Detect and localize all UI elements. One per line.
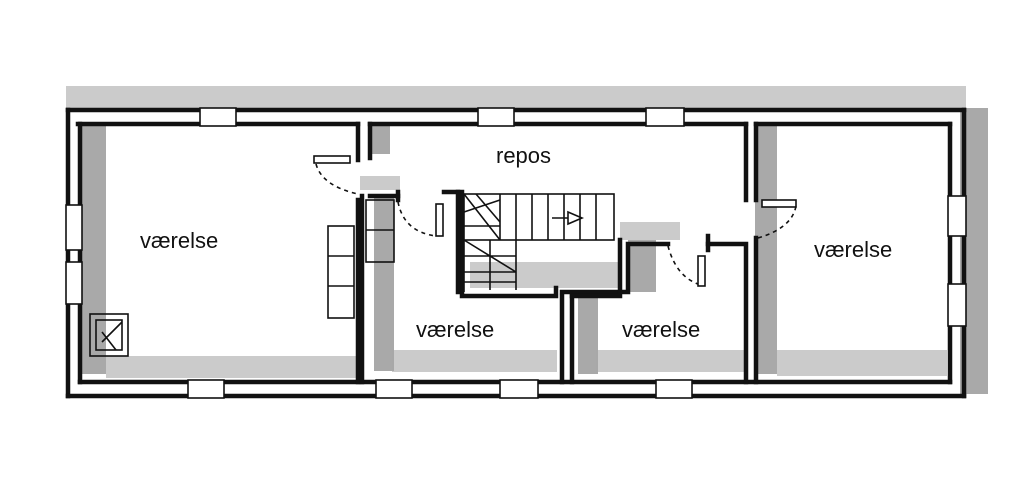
- staircase: [463, 193, 615, 292]
- door-swing: [667, 245, 699, 285]
- window: [199, 107, 237, 127]
- door-swing: [757, 205, 797, 239]
- window: [645, 107, 685, 127]
- window: [65, 261, 83, 305]
- window: [477, 107, 515, 127]
- room-label-mid-right: værelse: [622, 317, 700, 342]
- wardrobe: [327, 199, 395, 319]
- interior-walls: [355, 121, 759, 385]
- room-label-left: værelse: [140, 228, 218, 253]
- shading: [66, 86, 988, 394]
- window: [947, 283, 967, 327]
- door-leaf: [435, 203, 444, 237]
- room-label-landing: repos: [496, 143, 551, 168]
- window: [947, 195, 967, 237]
- doors: [313, 155, 797, 287]
- door-leaf: [761, 199, 797, 208]
- room-label-mid-left: værelse: [416, 317, 494, 342]
- window: [499, 379, 539, 399]
- exterior-walls: [65, 107, 967, 399]
- stair-arrow-icon: [552, 210, 585, 226]
- door-leaf: [697, 255, 706, 287]
- door-swing: [397, 201, 437, 237]
- door-leaf: [313, 155, 351, 164]
- window: [375, 379, 413, 399]
- window: [65, 204, 83, 251]
- window: [655, 379, 693, 399]
- door-swing: [315, 163, 359, 195]
- window: [187, 379, 225, 399]
- room-label-right: værelse: [814, 237, 892, 262]
- stove: [89, 313, 129, 357]
- windows: [65, 107, 967, 399]
